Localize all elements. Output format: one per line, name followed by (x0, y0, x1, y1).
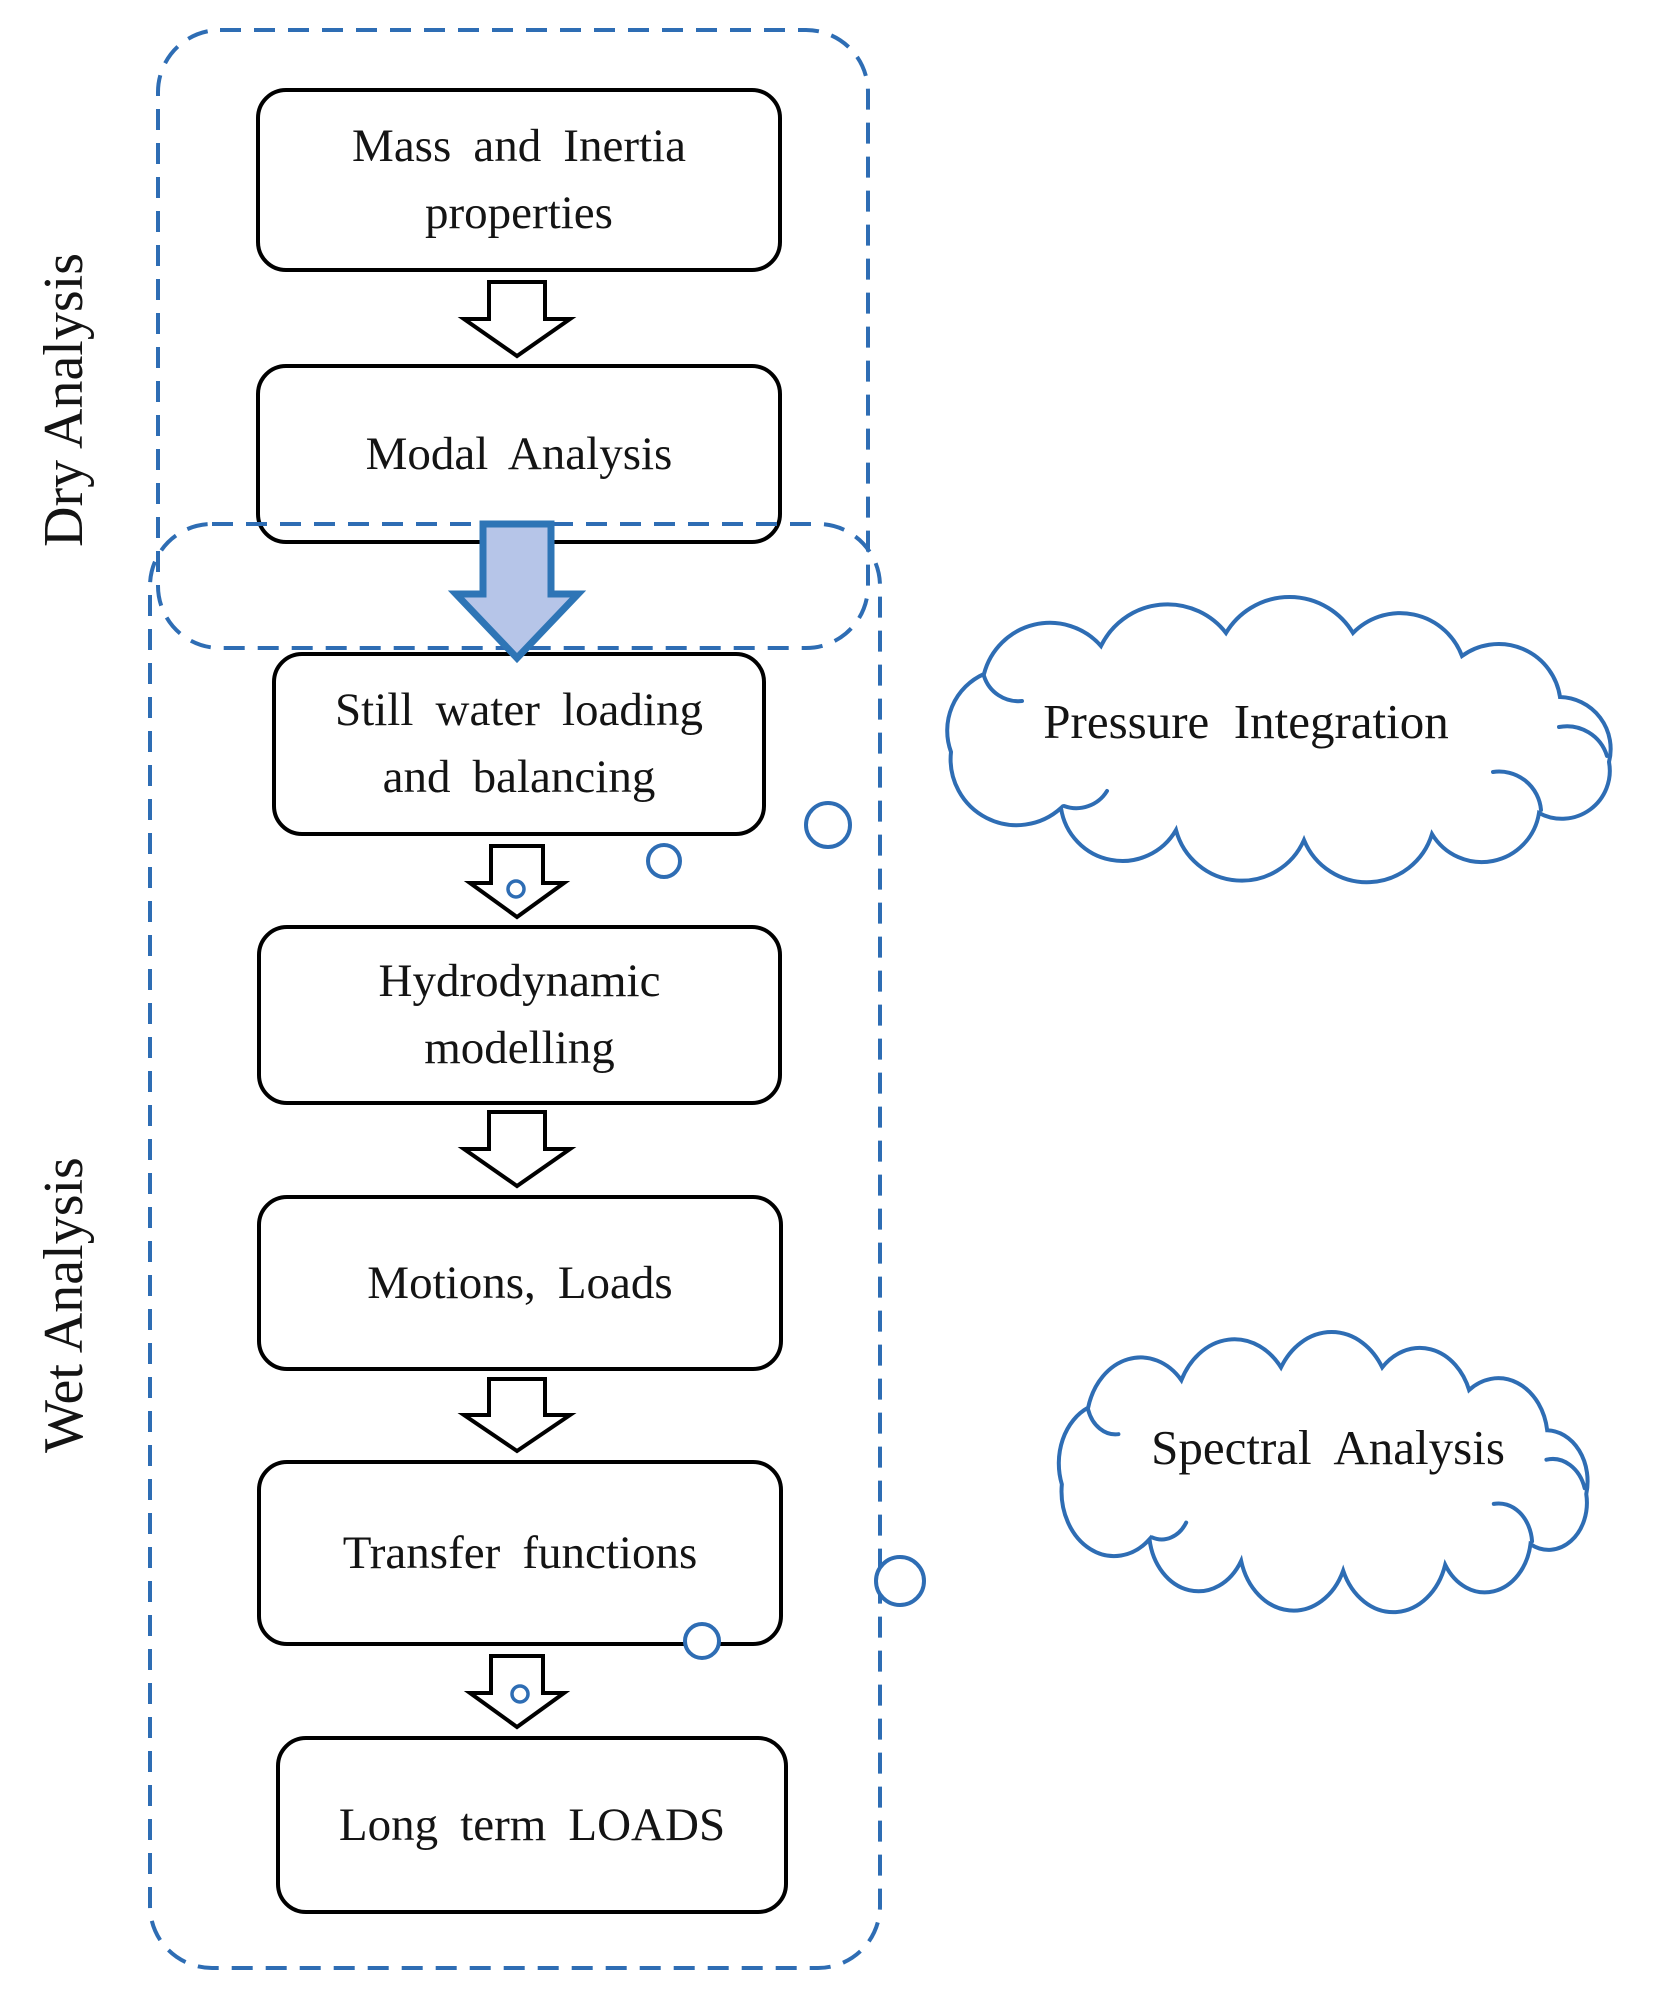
down-arrow-icon (463, 1654, 571, 1730)
box-long-term-loads: Long term LOADS (276, 1736, 788, 1914)
thought-bubble-dot (506, 879, 526, 899)
down-arrow-icon (463, 844, 571, 920)
box-text-line: Mass and Inertia (352, 120, 686, 173)
dry-analysis-side-label: Dry Analysis (33, 253, 95, 547)
box-modal-analysis: Modal Analysis (256, 364, 782, 544)
thought-bubble-large (874, 1555, 926, 1607)
box-text-line: Modal Analysis (365, 427, 673, 480)
down-arrow-icon (457, 1377, 577, 1454)
box-text-line: Still water loading (335, 684, 703, 737)
thought-bubble-dot (510, 1684, 530, 1704)
box-hydrodynamic-modelling: Hydrodynamic modelling (257, 925, 782, 1105)
wet-analysis-side-label: Wet Analysis (33, 1157, 95, 1453)
box-text-line: properties (425, 187, 613, 239)
thought-bubble-large (804, 801, 852, 849)
down-arrow-icon (457, 280, 577, 359)
box-motions-loads: Motions, Loads (257, 1195, 783, 1371)
box-transfer-functions: Transfer functions (257, 1460, 783, 1646)
down-arrow-icon (457, 1110, 577, 1189)
box-text-line: and balancing (382, 751, 656, 803)
box-text-line: Transfer functions (342, 1526, 698, 1579)
box-text-line: Long term LOADS (338, 1798, 726, 1851)
box-text-line: Motions, Loads (367, 1256, 673, 1309)
pressure-integration-cloud-label: Pressure Integration (1043, 693, 1449, 749)
box-text-line: Hydrodynamic (378, 955, 661, 1008)
thought-bubble-small (646, 843, 682, 879)
blue-down-arrow-icon (447, 520, 587, 664)
spectral-analysis-cloud-label: Spectral Analysis (1151, 1419, 1505, 1475)
box-text-line: modelling (424, 1022, 615, 1074)
box-mass-inertia-properties: Mass and Inertia properties (256, 88, 782, 272)
box-still-water-loading: Still water loading and balancing (272, 652, 766, 836)
